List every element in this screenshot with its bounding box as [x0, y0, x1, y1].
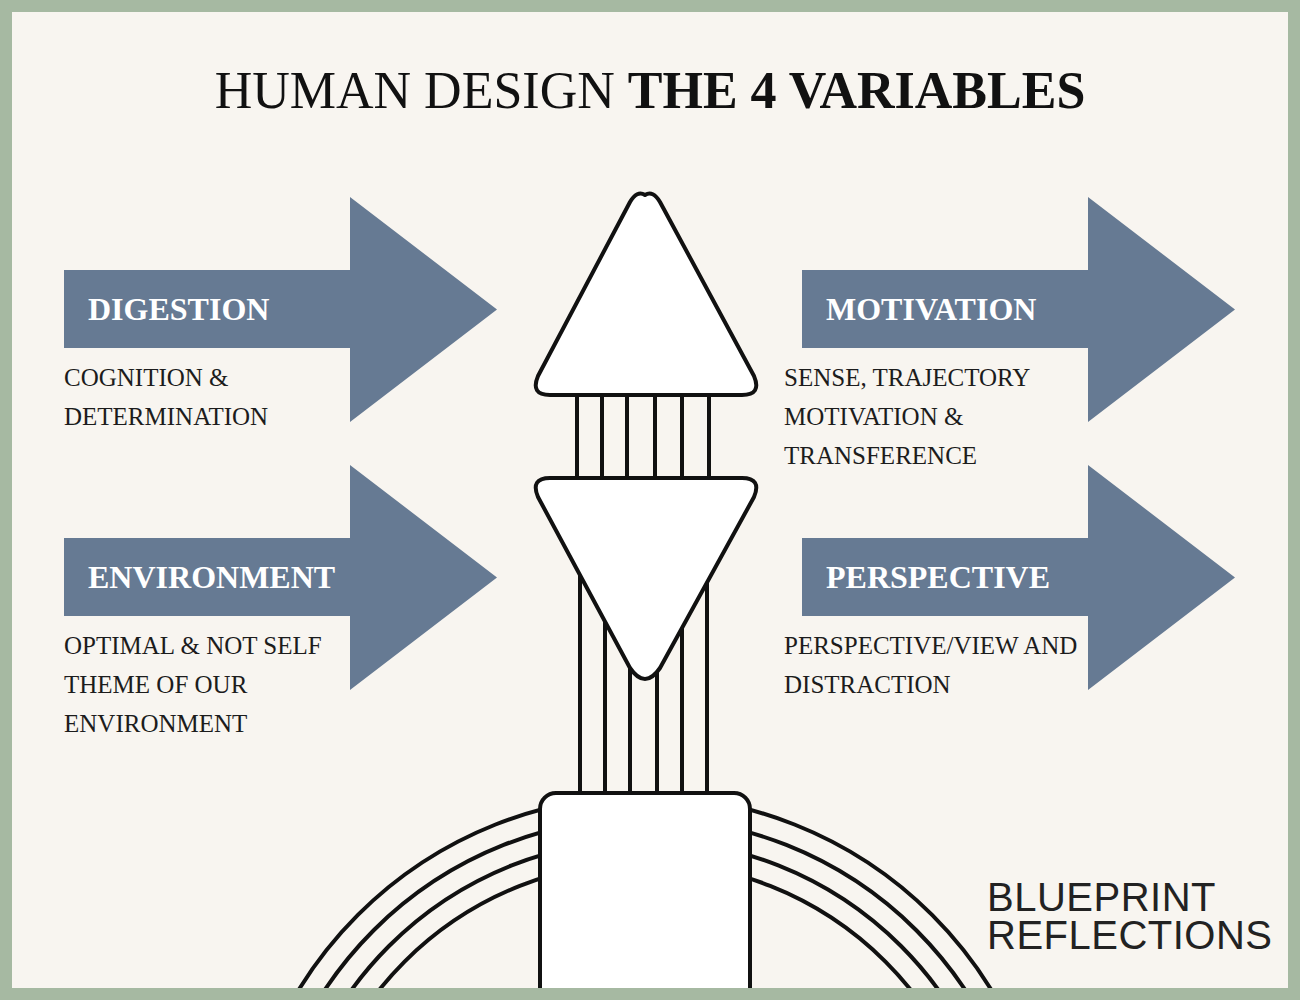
- arrow-heading: PERSPECTIVE: [826, 561, 1050, 593]
- arrow-node: ENVIRONMENT OPTIMAL & NOT SELF THEME OF O…: [64, 465, 497, 743]
- arrow-node: DIGESTION COGNITION & DETERMINATION: [64, 197, 497, 436]
- logo-wordmark: BLUEPRINT REFLECTIONS: [987, 878, 1277, 954]
- description-text: OPTIMAL & NOT SELF THEME OF OUR ENVIRONM…: [64, 626, 354, 743]
- description-text: PERSPECTIVE/VIEW AND DISTRACTION: [784, 626, 1084, 704]
- description-text: COGNITION & DETERMINATION: [64, 358, 354, 436]
- page-ground: HUMAN DESIGN THE 4 VARIABLES DIGESTION COG…: [12, 12, 1288, 988]
- arrow-heading: MOTIVATION: [826, 293, 1036, 325]
- title: HUMAN DESIGN THE 4 VARIABLES: [12, 62, 1288, 119]
- description-text: SENSE, TRAJECTORY MOTIVATION & TRANSFERE…: [784, 358, 1084, 475]
- arrow-node: MOTIVATIONSENSE, TRAJECTORY MOTIVATION &…: [802, 197, 1235, 475]
- arrow-heading: DIGESTION: [88, 293, 269, 325]
- arrow-heading: ENVIRONMENT: [88, 561, 335, 593]
- arrow-node: PERSPECTIVEPERSPECTIVE/VIEW AND DISTRACT…: [802, 465, 1235, 704]
